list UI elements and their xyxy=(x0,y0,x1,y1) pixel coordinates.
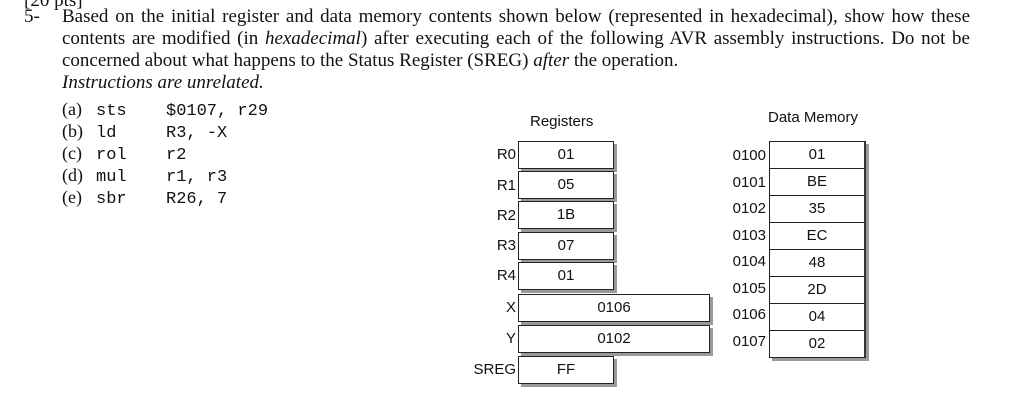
memory-address: 0102 xyxy=(732,200,766,217)
instruction-args: r1, r3 xyxy=(166,168,228,187)
memory-address: 0104 xyxy=(732,253,766,270)
register-value: 01 xyxy=(518,262,614,290)
instruction-opcode: ld xyxy=(96,124,117,143)
memory-cell: BE xyxy=(770,169,864,196)
problem-statement: Based on the initial register and data m… xyxy=(62,6,970,94)
cutoff-header: [20 pts] xyxy=(24,0,83,11)
instruction-args: R3, -X xyxy=(166,124,228,143)
instruction-label: (e) xyxy=(62,187,82,207)
hex-word: hexadecimal xyxy=(264,28,361,49)
instruction-args: R26, 7 xyxy=(166,190,228,209)
memory-cell: 04 xyxy=(770,304,864,331)
intro-text-3: the operation. xyxy=(569,50,679,71)
memory-address: 0103 xyxy=(732,227,766,244)
instruction-label: (c) xyxy=(62,143,82,163)
instruction-args: $0107, r29 xyxy=(166,102,269,121)
memory-cell: 2D xyxy=(770,277,864,304)
instruction-opcode: sbr xyxy=(96,190,127,209)
memory-cell: EC xyxy=(770,223,864,250)
memory-address: 0105 xyxy=(732,280,766,297)
instruction-args: r2 xyxy=(166,146,187,165)
instruction-opcode: sts xyxy=(96,102,127,121)
register-label: X xyxy=(505,299,516,316)
intro-text-2: ) after executing each of the following … xyxy=(62,28,970,71)
memory-address: 0107 xyxy=(732,333,766,350)
instruction-item: (a) sts $0107, r29 xyxy=(62,98,269,121)
register-label: R1 xyxy=(496,177,516,194)
memory-address: 0100 xyxy=(732,147,766,164)
data-memory-title: Data Memory xyxy=(768,109,859,126)
instruction-opcode: mul xyxy=(96,168,127,187)
register-label: R4 xyxy=(496,267,516,284)
memory-cell: 01 xyxy=(770,142,864,169)
instructions-unrelated: Instructions are unrelated. xyxy=(62,72,264,93)
register-label: R0 xyxy=(496,146,516,163)
register-value: 01 xyxy=(518,141,614,169)
intro-text: Based on the initial register and data m… xyxy=(62,6,970,49)
register-value: 1B xyxy=(518,201,614,229)
question-number: 5- xyxy=(24,6,40,27)
memory-cell: 02 xyxy=(808,335,826,352)
data-memory-table: 01 BE 35 EC 48 2D 04 02 xyxy=(769,141,866,358)
instruction-item: (c) rol r2 xyxy=(62,142,268,165)
register-value: 05 xyxy=(518,171,614,199)
instruction-item: (e) sbr R26, 7 xyxy=(62,186,268,209)
instruction-opcode: rol xyxy=(96,146,127,165)
instruction-item: (d) mul r1, r3 xyxy=(62,164,268,187)
register-label: R2 xyxy=(496,207,516,224)
registers-title: Registers xyxy=(530,113,594,130)
register-value: 07 xyxy=(518,232,614,260)
memory-cell: 48 xyxy=(770,250,864,277)
memory-cell: 35 xyxy=(770,196,864,223)
register-label: R3 xyxy=(496,237,516,254)
instruction-list: (a) sts $0107, r29 (b) ld R3, -X (c) rol r2 (d… xyxy=(62,98,269,209)
register-value: FF xyxy=(518,356,614,384)
after-word: after xyxy=(533,50,570,71)
instruction-label: (a) xyxy=(62,99,82,119)
instruction-item: (b) ld R3, -X xyxy=(62,120,268,143)
instruction-label: (b) xyxy=(62,121,83,141)
register-value: 0106 xyxy=(518,294,710,322)
memory-address: 0101 xyxy=(732,174,766,191)
register-label: Y xyxy=(505,330,516,347)
register-label: SREG xyxy=(473,361,516,378)
instruction-label: (d) xyxy=(62,165,83,185)
memory-address: 0106 xyxy=(732,306,766,323)
register-value: 0102 xyxy=(518,325,710,353)
